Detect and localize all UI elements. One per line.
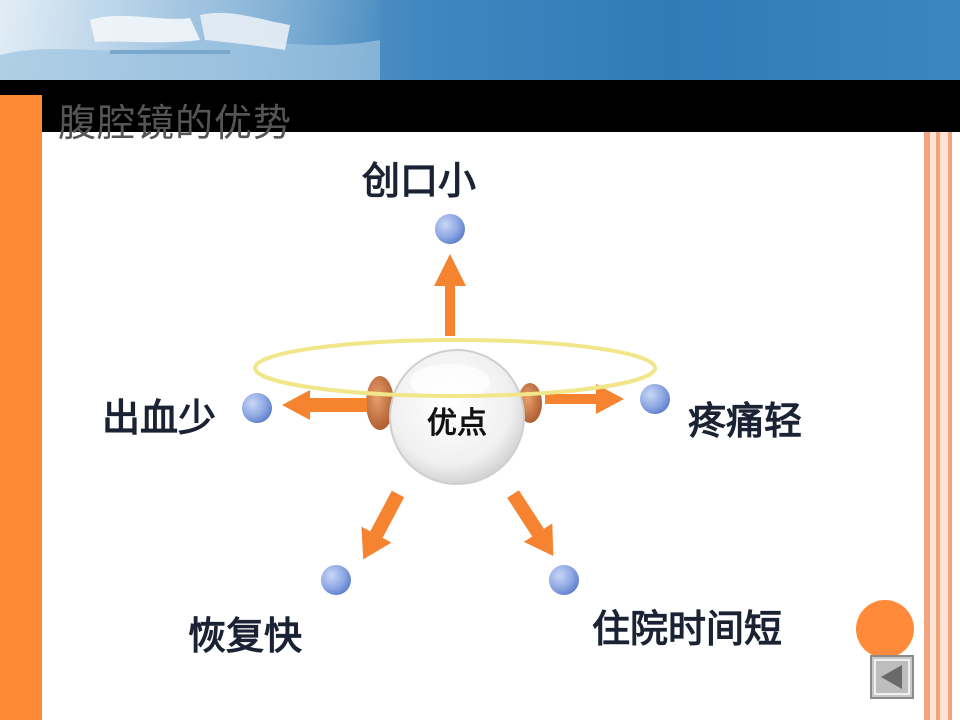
title-bar bbox=[0, 80, 960, 132]
arrow-left bbox=[282, 390, 367, 420]
node-bottom-left bbox=[321, 565, 351, 595]
node-top bbox=[435, 214, 465, 244]
slide-title: 腹腔镜的优势 bbox=[58, 101, 293, 145]
node-left bbox=[242, 393, 272, 423]
header-banner bbox=[0, 0, 960, 82]
advantage-label-right: 疼痛轻 bbox=[688, 399, 803, 443]
advantage-label-bottom-right: 住院时间短 bbox=[592, 607, 783, 651]
arrow-up bbox=[434, 254, 466, 336]
right-decorative-border bbox=[918, 132, 960, 720]
back-button[interactable] bbox=[870, 655, 914, 699]
node-bottom-right bbox=[549, 565, 579, 595]
arrow-down-left bbox=[361, 490, 405, 560]
surgery-photo bbox=[0, 0, 380, 82]
arrow-right bbox=[545, 384, 624, 414]
advantage-label-left: 出血少 bbox=[102, 396, 217, 440]
left-lobe bbox=[366, 376, 394, 430]
triangle-left-icon bbox=[874, 659, 910, 695]
orbit-ring-front bbox=[253, 367, 657, 398]
node-right bbox=[640, 384, 670, 414]
arrow-down-right bbox=[507, 490, 554, 557]
center-label: 优点 bbox=[427, 406, 487, 441]
orange-circle-decoration bbox=[856, 600, 914, 658]
center-highlight bbox=[410, 364, 490, 400]
left-accent-stripe bbox=[0, 95, 42, 720]
advantage-label-top: 创口小 bbox=[362, 159, 477, 203]
advantage-label-bottom-left: 恢复快 bbox=[188, 614, 303, 658]
